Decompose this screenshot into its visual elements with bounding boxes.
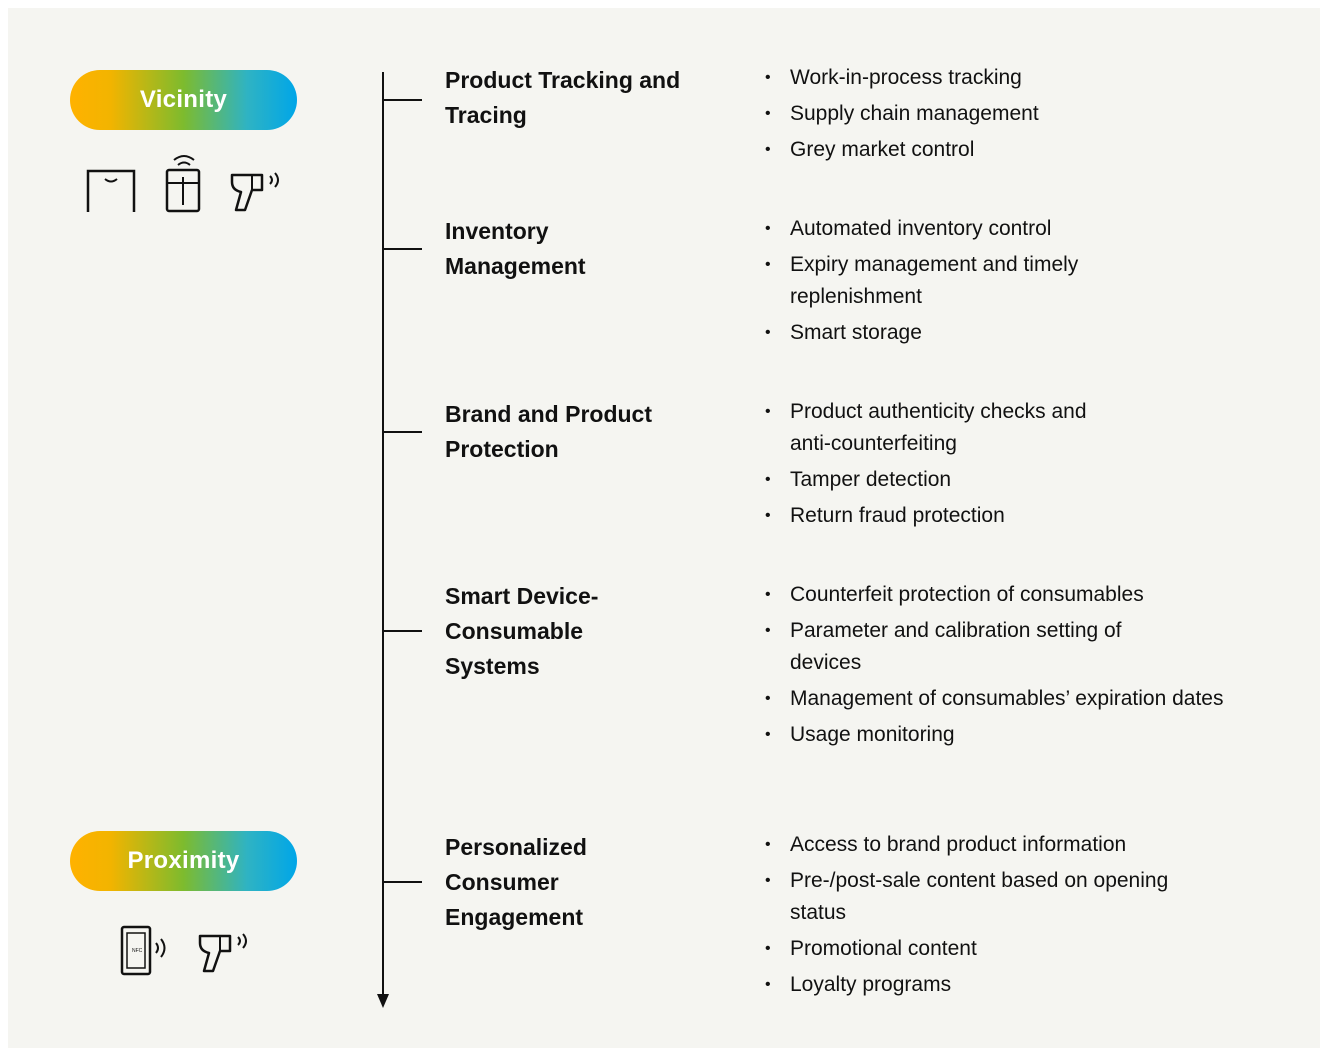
use-case-bullets: Access to brand product information Pre-… — [765, 829, 1205, 1005]
axis-arrowhead — [377, 994, 389, 1008]
bullet-item: Loyalty programs — [765, 969, 1205, 1001]
use-case-title: Personalized Consumer Engagement — [445, 834, 587, 930]
axis-tick — [383, 248, 422, 250]
bullet-item: Promotional content — [765, 933, 1205, 965]
use-case-title: Smart Device-Consumable Systems — [445, 583, 599, 679]
bullet-item: Smart storage — [765, 317, 1155, 349]
bullet-item: Product authenticity checks and anti-cou… — [765, 396, 1105, 460]
use-case-title: Inventory Management — [445, 218, 586, 279]
nfc-phone-icon — [120, 925, 166, 976]
axis-tick — [383, 431, 422, 433]
bullet-item: Grey market control — [765, 134, 1285, 166]
bullet-item: Management of consumables’ expiration da… — [765, 683, 1255, 715]
nfc-label: NFC — [132, 948, 143, 954]
vicinity-badge: Vicinity — [70, 70, 297, 130]
proximity-badge: Proximity — [70, 831, 297, 891]
vicinity-icons — [80, 150, 290, 220]
bullet-item: Automated inventory control — [765, 213, 1155, 245]
proximity-icons: NFC — [110, 915, 270, 980]
gate-reader-icon — [86, 169, 136, 212]
use-case-title: Product Tracking and Tracing — [445, 67, 681, 128]
use-case-bullets: Product authenticity checks and anti-cou… — [765, 396, 1105, 536]
bullet-item: Parameter and calibration setting of dev… — [765, 615, 1170, 679]
axis-tick — [383, 99, 422, 101]
bullet-item: Supply chain management — [765, 98, 1285, 130]
bullet-item: Tamper detection — [765, 464, 1105, 496]
handheld-scanner-icon — [198, 933, 247, 973]
use-case-bullets: Automated inventory control Expiry manag… — [765, 213, 1155, 353]
use-case-title: Brand and Product Protection — [445, 401, 653, 462]
bullet-item: Access to brand product information — [765, 829, 1205, 861]
bullet-item: Work-in-process tracking — [765, 62, 1285, 94]
bullet-item: Expiry management and timely replenishme… — [765, 249, 1155, 313]
bullet-item: Counterfeit protection of consumables — [765, 579, 1255, 611]
axis-tick — [383, 881, 422, 883]
bullet-item: Pre-/post-sale content based on opening … — [765, 865, 1170, 929]
use-case-bullets: Counterfeit protection of consumables Pa… — [765, 579, 1255, 755]
timeline-axis — [382, 72, 384, 997]
wifi-reader-icon — [165, 155, 201, 213]
bullet-item: Return fraud protection — [765, 500, 1105, 532]
bullet-item: Usage monitoring — [765, 719, 1255, 751]
axis-tick — [383, 630, 422, 632]
use-case-bullets: Work-in-process tracking Supply chain ma… — [765, 62, 1285, 170]
handheld-scanner-icon — [230, 172, 279, 212]
